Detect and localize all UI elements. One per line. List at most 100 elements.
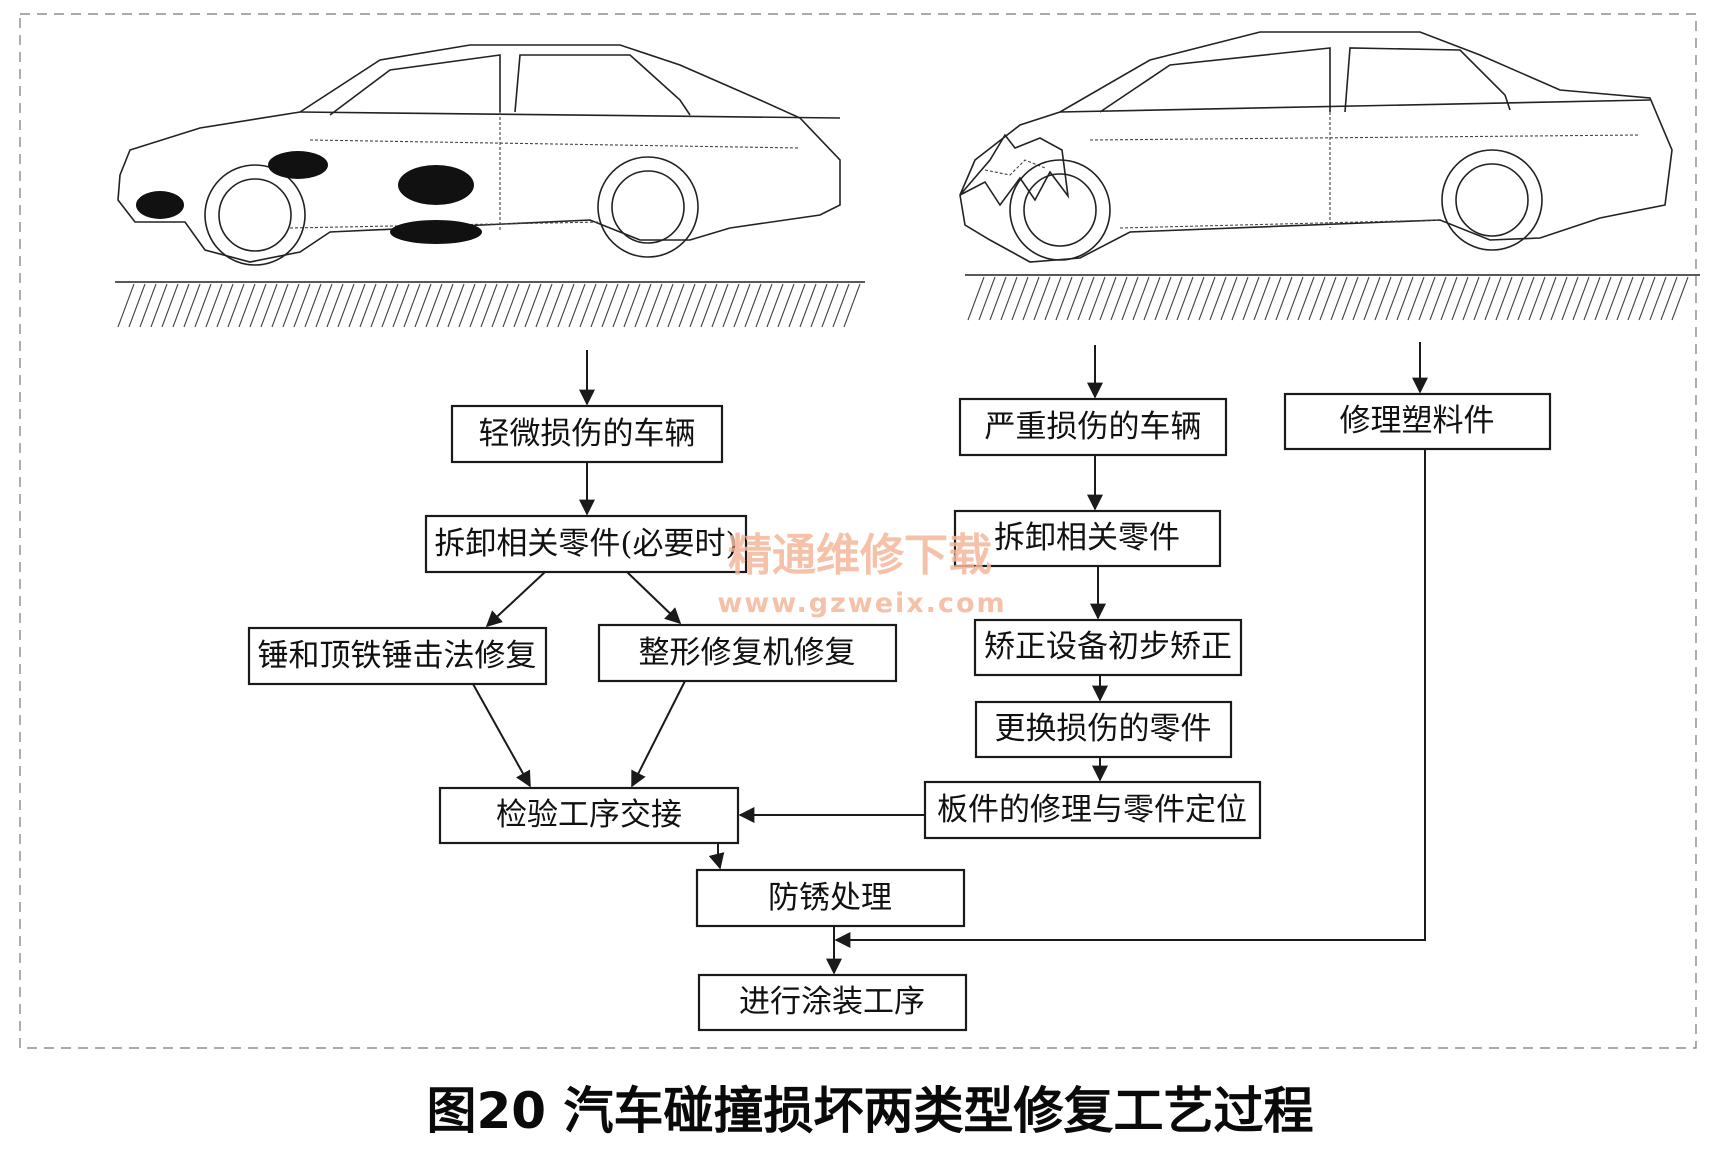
hatch-stroke — [1572, 276, 1590, 321]
node-remove-parts-if-needed: 拆卸相关零件(必要时) — [424, 514, 748, 574]
hatch-stroke — [458, 283, 476, 328]
svg-text:更换损伤的零件: 更换损伤的零件 — [995, 711, 1212, 747]
hatch-stroke — [1055, 276, 1073, 321]
hatch-stroke — [1066, 276, 1084, 321]
hatch-stroke — [414, 283, 432, 328]
hatch-stroke — [128, 283, 146, 328]
hatch-stroke — [183, 283, 201, 328]
hatch-stroke — [1110, 276, 1128, 321]
arrow-remove-to-shaping — [626, 571, 682, 625]
hatch-stroke — [1649, 276, 1667, 321]
hatch-stroke — [1132, 276, 1150, 321]
hatch-stroke — [1506, 276, 1524, 321]
hatch-stroke — [1264, 276, 1282, 321]
hatch-stroke — [1550, 276, 1568, 321]
hatch-stroke — [1275, 276, 1293, 321]
svg-text:锤和顶铁锤击法修复: 锤和顶铁锤击法修复 — [258, 638, 537, 674]
node-painting-process: 进行涂装工序 — [697, 973, 968, 1032]
hatch-stroke — [656, 283, 674, 328]
hatch-stroke — [1539, 276, 1557, 321]
hatch-stroke — [1616, 276, 1634, 321]
svg-text:拆卸相关零件: 拆卸相关零件 — [994, 520, 1180, 556]
hatch-stroke — [989, 276, 1007, 321]
hatch-stroke — [1022, 276, 1040, 321]
hatch-stroke — [1407, 276, 1425, 321]
ground-hatch — [967, 276, 1689, 321]
hatch-stroke — [1187, 276, 1205, 321]
node-light-vehicle: 轻微损伤的车辆 — [450, 404, 724, 464]
hatch-stroke — [1176, 276, 1194, 321]
hatch-stroke — [967, 276, 985, 321]
hatch-stroke — [645, 283, 663, 328]
node-shaping-machine-repair: 整形修复机修复 — [597, 623, 898, 683]
hatch-stroke — [1594, 276, 1612, 321]
hatch-stroke — [238, 283, 256, 328]
hatch-stroke — [766, 283, 784, 328]
svg-text:严重损伤的车辆: 严重损伤的车辆 — [985, 409, 1202, 445]
hatch-stroke — [1209, 276, 1227, 321]
hatch-stroke — [1088, 276, 1106, 321]
hatch-stroke — [425, 283, 443, 328]
hatch-stroke — [1330, 276, 1348, 321]
hatch-stroke — [711, 283, 729, 328]
watermark-url: www.gzweix.com — [717, 588, 1006, 619]
arrow-hammer-to-inspection — [472, 683, 531, 788]
hatch-stroke — [370, 283, 388, 328]
hatch-stroke — [1308, 276, 1326, 321]
hatch-stroke — [590, 283, 608, 328]
hatch-stroke — [447, 283, 465, 328]
lightly-damaged-car-illustration — [115, 44, 865, 328]
hatch-stroke — [227, 283, 245, 328]
heavily-damaged-car-illustration — [959, 31, 1700, 321]
hatch-stroke — [1660, 276, 1678, 321]
flow-arrows — [472, 342, 1428, 975]
hatch-stroke — [1143, 276, 1161, 321]
hatch-stroke — [678, 283, 696, 328]
hatch-stroke — [700, 283, 718, 328]
hatch-stroke — [1253, 276, 1271, 321]
hatch-stroke — [788, 283, 806, 328]
hatch-stroke — [623, 283, 641, 328]
svg-text:修理塑料件: 修理塑料件 — [1340, 403, 1495, 439]
hatch-stroke — [282, 283, 300, 328]
hatch-stroke — [524, 283, 542, 328]
hatch-stroke — [480, 283, 498, 328]
hatch-stroke — [337, 283, 355, 328]
hatch-stroke — [1341, 276, 1359, 321]
hatch-stroke — [326, 283, 344, 328]
node-hammer-dolly-repair: 锤和顶铁锤击法修复 — [247, 626, 548, 686]
svg-text:矫正设备初步矫正: 矫正设备初步矫正 — [984, 629, 1232, 665]
hatch-stroke — [1671, 276, 1689, 321]
hatch-stroke — [1429, 276, 1447, 321]
node-remove-parts: 拆卸相关零件 — [953, 509, 1222, 568]
node-panel-repair-positioning: 板件的修理与零件定位 — [923, 780, 1262, 840]
hatch-stroke — [1396, 276, 1414, 321]
hatch-stroke — [1077, 276, 1095, 321]
hatch-stroke — [821, 283, 839, 328]
svg-text:轻微损伤的车辆: 轻微损伤的车辆 — [479, 416, 696, 452]
hatch-stroke — [1297, 276, 1315, 321]
hatch-stroke — [260, 283, 278, 328]
node-straighten-initial: 矫正设备初步矫正 — [973, 618, 1243, 677]
arrow-shaping-to-inspection — [631, 680, 686, 788]
hatch-stroke — [304, 283, 322, 328]
hatch-stroke — [1583, 276, 1601, 321]
svg-text:整形修复机修复: 整形修复机修复 — [639, 635, 856, 671]
hatch-stroke — [150, 283, 168, 328]
hatch-stroke — [1638, 276, 1656, 321]
hatch-stroke — [293, 283, 311, 328]
figure-frame — [19, 13, 1697, 1049]
hatch-stroke — [1385, 276, 1403, 321]
hatch-stroke — [733, 283, 751, 328]
hatch-stroke — [667, 283, 685, 328]
hatch-stroke — [1242, 276, 1260, 321]
hatch-stroke — [1220, 276, 1238, 321]
hatch-stroke — [403, 283, 421, 328]
hatch-stroke — [513, 283, 531, 328]
hatch-stroke — [755, 283, 773, 328]
svg-text:拆卸相关零件(必要时): 拆卸相关零件(必要时) — [434, 526, 737, 562]
hatch-stroke — [117, 283, 135, 328]
hatch-stroke — [172, 283, 190, 328]
hatch-stroke — [1121, 276, 1139, 321]
